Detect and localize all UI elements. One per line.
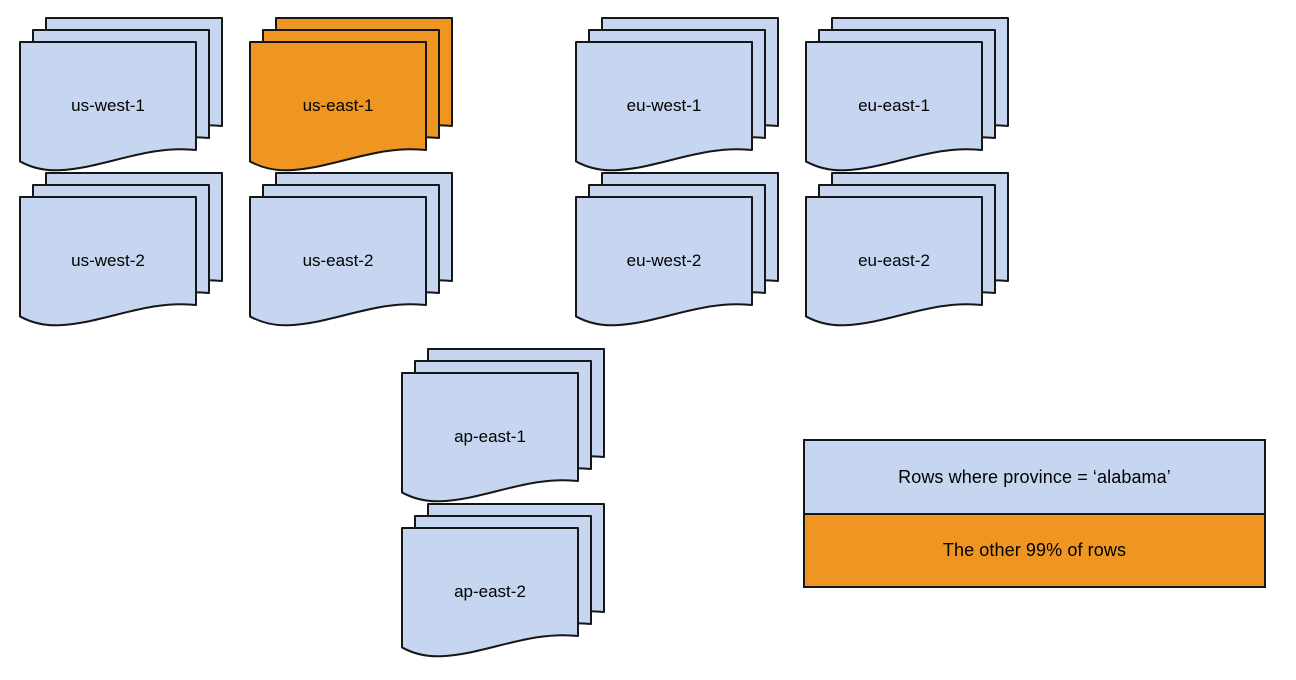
shard-stack-label-us-west-2: us-west-2 [71,251,145,270]
shard-stack-ap-east-1[interactable] [400,347,606,505]
shard-stack-us-west-1[interactable] [18,16,224,174]
shard-stack-shapes [805,17,1009,172]
legend: Rows where province = ‘alabama’ The other… [803,439,1266,588]
shard-stack-label-eu-east-2: eu-east-2 [858,251,930,270]
shard-stack-us-east-2[interactable] [248,171,454,329]
shard-card-3 [805,41,983,172]
shard-card-3 [249,41,427,172]
shard-stack-label-us-east-2: us-east-2 [302,251,374,270]
shard-stack-shapes [19,172,223,327]
shard-stack-label-eu-west-2: eu-west-2 [626,251,702,270]
shard-stack-shapes [401,503,605,658]
shard-stack-label-eu-east-1: eu-east-1 [858,96,930,115]
shard-stack-us-west-2[interactable] [18,171,224,329]
shard-card-3 [575,41,753,172]
shard-stack-shapes [575,17,779,172]
shard-stack-shapes [805,172,1009,327]
shard-stack-shapes [575,172,779,327]
legend-row-orange: The other 99% of rows [805,515,1264,586]
shard-stack-shapes [249,172,453,327]
shard-stack-ap-east-2[interactable] [400,502,606,660]
shard-stack-label-ap-east-2: ap-east-2 [454,582,526,601]
shard-stack-eu-east-1[interactable] [804,16,1010,174]
shard-stack-shapes [19,17,223,172]
shard-stack-label-ap-east-1: ap-east-1 [454,427,526,446]
legend-label-blue: Rows where province = ‘alabama’ [898,466,1171,487]
shard-stack-eu-west-1[interactable] [574,16,780,174]
shard-card-3 [19,196,197,327]
shard-card-3 [575,196,753,327]
shard-card-3 [249,196,427,327]
shard-stack-shapes [249,17,453,172]
shard-stack-label-us-west-1: us-west-1 [71,96,145,115]
shard-stack-us-east-1[interactable] [248,16,454,174]
shard-stack-label-eu-west-1: eu-west-1 [626,96,702,115]
shard-card-3 [805,196,983,327]
legend-label-orange: The other 99% of rows [942,540,1127,560]
shard-stack-eu-west-2[interactable] [574,171,780,329]
shard-card-3 [401,372,579,503]
shard-stack-label-us-east-1: us-east-1 [302,96,374,115]
shard-stack-shapes [401,348,605,503]
shard-card-3 [401,527,579,658]
shard-card-3 [19,41,197,172]
shard-stack-eu-east-2[interactable] [804,171,1010,329]
legend-row-blue: Rows where province = ‘alabama’ [805,441,1264,515]
